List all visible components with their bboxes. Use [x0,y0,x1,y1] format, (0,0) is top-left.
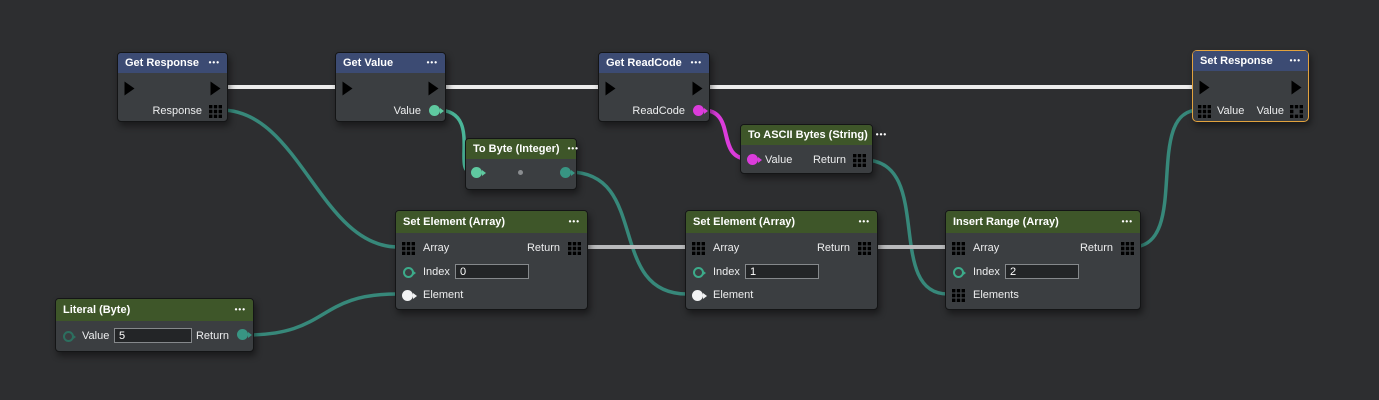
node-menu-icon[interactable]: ••• [875,130,888,139]
value-in-pin[interactable] [471,167,486,178]
node-get-value[interactable]: Get Value ••• Value [335,52,446,122]
index-input[interactable] [745,264,819,279]
return-grid-pin[interactable] [568,242,581,255]
node-get-readcode[interactable]: Get ReadCode ••• ReadCode [598,52,710,122]
node-to-ascii-bytes[interactable]: To ASCII Bytes (String) ••• Value Return [740,124,886,174]
value-in-pin[interactable] [747,154,762,165]
return-pin[interactable] [237,329,252,340]
index-label: Index [713,266,740,278]
return-label: Return [816,242,850,254]
node-title: Literal (Byte) [63,304,131,316]
node-title: To ASCII Bytes (String) [748,129,868,141]
array-in-grid-pin[interactable] [952,242,965,255]
array-grid-pin[interactable] [209,105,222,118]
output-label: Return [812,154,846,166]
return-label: Return [526,242,560,254]
index-pin[interactable] [953,267,966,278]
exec-out-pin[interactable] [209,80,222,97]
exec-in-pin[interactable] [123,80,136,97]
node-menu-icon[interactable]: ••• [858,217,870,226]
exec-in-pin[interactable] [604,80,617,97]
node-title: Set Element (Array) [403,216,506,228]
readcode-pin[interactable] [693,105,708,116]
input-label: Value [1217,105,1245,117]
value-in-pin[interactable] [63,331,76,342]
node-title: Set Element (Array) [693,216,796,228]
collapsed-pin-dot[interactable] [518,170,523,175]
return-label: Return [195,330,229,342]
value-in-grid-pin[interactable] [1198,105,1211,118]
wire-insertrange-to-setresponse[interactable] [1130,108,1201,249]
node-menu-icon[interactable]: ••• [567,144,579,153]
node-title: To Byte (Integer) [473,143,560,155]
index-label: Index [973,266,1000,278]
output-label: Value [1256,105,1284,117]
elements-label: Elements [973,289,1019,301]
exec-out-pin[interactable] [427,80,440,97]
return-grid-pin[interactable] [853,154,866,167]
value-label: Value [82,330,110,342]
return-grid-pin[interactable] [858,242,871,255]
node-set-response[interactable]: Set Response ••• Value Value [1192,50,1309,122]
node-to-byte[interactable]: To Byte (Integer) ••• [465,138,579,190]
node-menu-icon[interactable]: ••• [1289,56,1301,65]
exec-in-pin[interactable] [341,80,354,97]
wire-literal-to-element1[interactable] [244,292,399,337]
wire-tobyte-to-element2[interactable] [567,170,689,296]
node-set-element-1[interactable]: Set Element (Array) ••• Array Return Ind… [395,210,588,310]
element-pin[interactable] [692,290,707,301]
wire-response-to-array1[interactable] [219,108,400,249]
exec-out-pin[interactable] [1290,79,1303,96]
node-literal-byte[interactable]: Literal (Byte) ••• Value Return [55,298,254,352]
return-pin[interactable] [560,167,575,178]
array-label: Array [973,242,1000,254]
element-pin[interactable] [402,290,417,301]
node-title: Get Response [125,57,199,69]
element-label: Element [423,289,464,301]
node-menu-icon[interactable]: ••• [208,58,220,67]
value-pin[interactable] [429,105,444,116]
node-menu-icon[interactable]: ••• [690,58,702,67]
array-in-grid-pin[interactable] [402,242,415,255]
array-label: Array [713,242,740,254]
wire-readcode-to-toascii[interactable] [700,108,751,161]
index-input[interactable] [455,264,529,279]
node-title: Get Value [343,57,394,69]
node-title: Set Response [1200,55,1273,67]
output-label: ReadCode [632,105,685,117]
array-in-grid-pin[interactable] [692,242,705,255]
node-set-element-2[interactable]: Set Element (Array) ••• Array Return Ind… [685,210,878,310]
element-label: Element [713,289,754,301]
node-menu-icon[interactable]: ••• [426,58,438,67]
value-out-grid-pin[interactable] [1290,105,1303,118]
index-label: Index [423,266,450,278]
value-input[interactable] [114,328,192,343]
output-label: Response [152,105,202,117]
input-label: Value [765,154,793,166]
wire-toascii-to-elements[interactable] [862,158,950,296]
return-grid-pin[interactable] [1121,242,1134,255]
node-insert-range[interactable]: Insert Range (Array) ••• Array Return In… [945,210,1141,310]
elements-grid-pin[interactable] [952,289,965,302]
output-label: Value [393,105,421,117]
index-input[interactable] [1005,264,1079,279]
node-menu-icon[interactable]: ••• [568,217,580,226]
node-get-response[interactable]: Get Response ••• Response [117,52,228,122]
index-pin[interactable] [403,267,416,278]
exec-in-pin[interactable] [1198,79,1211,96]
exec-out-pin[interactable] [691,80,704,97]
return-label: Return [1079,242,1113,254]
node-title: Insert Range (Array) [953,216,1059,228]
node-menu-icon[interactable]: ••• [234,305,246,314]
array-label: Array [423,242,450,254]
node-title: Get ReadCode [606,57,682,69]
index-pin[interactable] [693,267,706,278]
node-menu-icon[interactable]: ••• [1121,217,1133,226]
